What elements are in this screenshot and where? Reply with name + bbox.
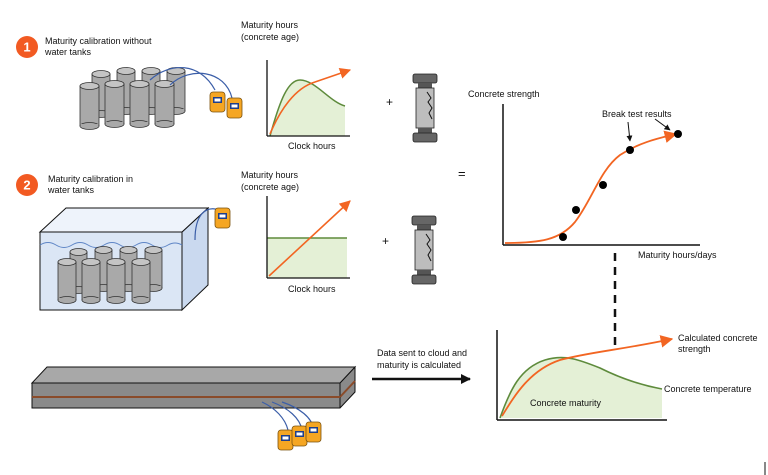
break-test-point [626, 146, 634, 154]
mini-chart-2-xlabel: Clock hours [288, 284, 336, 294]
step1-title-line1: Maturity calibration without [45, 36, 152, 46]
break-test-point [674, 130, 682, 138]
sensor-wires-step1 [149, 67, 233, 99]
calculated-strength-curve [501, 335, 674, 417]
concrete-slab-icon [30, 365, 357, 409]
final-chart [496, 330, 674, 421]
step1-number: 1 [23, 40, 30, 55]
strength-curve [504, 130, 678, 244]
sensor [291, 425, 308, 447]
mini-chart-2 [266, 196, 351, 279]
strength-chart [502, 104, 700, 246]
sensor [277, 429, 294, 451]
step1-badge: 1 [16, 36, 38, 58]
break-test-point [559, 233, 567, 241]
compression-test-icon [411, 215, 437, 285]
plus-sign-2: + [382, 234, 389, 248]
compression-test-icon [412, 73, 438, 143]
cylinder [131, 258, 151, 304]
mini-chart-2-ylabel-line2: (concrete age) [241, 182, 299, 192]
cylinder [57, 258, 77, 304]
transfer-label-line2: maturity is calculated [377, 360, 461, 370]
cylinder [106, 258, 126, 304]
maturity-sensor-icon [277, 421, 322, 451]
sensor [214, 207, 231, 229]
cylinder [104, 80, 125, 128]
mini-chart-1-ylabel-line2: (concrete age) [241, 32, 299, 42]
cylinder [79, 82, 100, 130]
step2-number: 2 [23, 178, 30, 193]
cylinder [129, 80, 150, 128]
maturity-sensor-icon [209, 91, 243, 119]
cylinder [81, 258, 101, 304]
mini-chart-2-ylabel-line1: Maturity hours [241, 170, 299, 180]
break-test-annotation: Break test results [602, 109, 672, 119]
plus-sign-1: + [386, 95, 393, 109]
concrete-cylinder-icon [79, 67, 186, 130]
sensor [209, 91, 226, 113]
mini-chart-1 [266, 60, 352, 137]
concrete-cylinder-icon [57, 246, 163, 304]
sensor [226, 97, 243, 119]
mini-chart-1-xlabel: Clock hours [288, 141, 336, 151]
break-test-point [572, 206, 580, 214]
maturity-area-label: Concrete maturity [530, 398, 602, 408]
equals-sign: = [458, 166, 466, 181]
temperature-curve [499, 356, 663, 419]
step2-badge: 2 [16, 174, 38, 196]
transfer-label-line1: Data sent to cloud and [377, 348, 467, 358]
break-test-point [599, 181, 607, 189]
calculated-strength-label-line2: strength [678, 344, 711, 354]
sensor [305, 421, 322, 443]
temperature-label: Concrete temperature [664, 384, 752, 394]
strength-chart-ylabel: Concrete strength [468, 89, 540, 99]
calculated-strength-label-line1: Calculated concrete [678, 333, 758, 343]
mini-chart-1-ylabel-line1: Maturity hours [241, 20, 299, 30]
maturity-sensor-icon [214, 207, 231, 229]
strength-chart-xlabel: Maturity hours/days [638, 250, 717, 260]
step2-title-line1: Maturity calibration in [48, 174, 133, 184]
step2-title-line2: water tanks [47, 185, 95, 195]
cylinder [154, 80, 175, 128]
step1-title-line2: water tanks [44, 47, 92, 57]
